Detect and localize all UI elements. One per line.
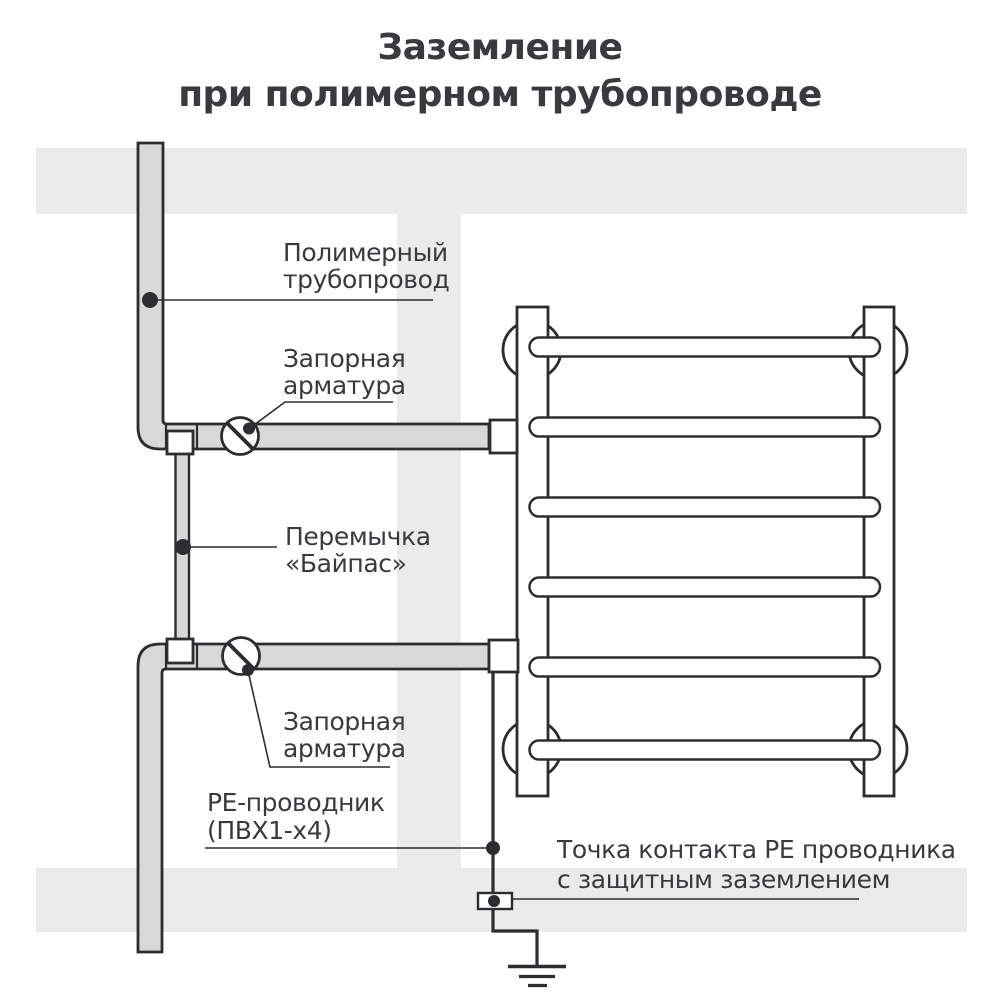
callout-label-valve-top-2: арматура <box>283 371 406 400</box>
wall-band-vertical <box>397 214 461 868</box>
towel-rail-rung-6 <box>528 739 882 761</box>
shutoff-valve-top-icon <box>220 416 260 456</box>
callout-label-valve-top-1: Запорная <box>283 344 405 373</box>
callout-leader-valve-top <box>249 401 393 429</box>
title: Заземление при полимерном трубопроводе <box>178 27 822 115</box>
ground-symbol-icon <box>508 964 566 988</box>
rail-fitting-bottom <box>487 638 520 674</box>
callout-label-contact-point-1: Точка контакта PE проводника <box>556 835 956 864</box>
return-pipe-body <box>136 642 491 954</box>
towel-rail-rung-5 <box>528 656 882 678</box>
callout-label-valve-bottom-1: Запорная <box>283 707 405 736</box>
callout-label-polymer-pipe-1: Полимерный <box>283 238 448 267</box>
towel-rail-post-right <box>862 305 896 798</box>
bypass-pipe <box>165 429 195 665</box>
bypass-fitting-bottom <box>165 637 195 665</box>
callout-label-bypass-2: «Байпас» <box>285 549 407 578</box>
wall-band-top <box>36 148 967 214</box>
callout-label-polymer-pipe-2: трубопровод <box>283 265 449 294</box>
valve-callout-dot-top <box>243 422 255 435</box>
callout-bypass: Перемычка «Байпас» <box>175 522 431 578</box>
callout-shutoff-valve-top: Запорная арматура <box>249 344 406 429</box>
wall-background <box>36 148 967 932</box>
callout-label-pe-conductor-2: (ПВХ1-х4) <box>207 816 332 845</box>
pe-conductor-wire <box>476 672 566 988</box>
callout-label-valve-bottom-2: арматура <box>283 734 406 763</box>
bypass-fitting-top <box>165 429 195 456</box>
towel-rail-rung-1 <box>528 336 882 358</box>
callout-polymer-pipe: Полимерный трубопровод <box>142 238 450 308</box>
rail-fitting-top <box>488 418 519 455</box>
shutoff-valve-bottom-icon <box>221 636 261 676</box>
valve-slash-top <box>225 421 255 451</box>
valve-callout-dot-bottom <box>242 664 254 676</box>
pe-wire-path <box>491 672 539 966</box>
towel-rail <box>501 305 909 798</box>
towel-rail-rung-4 <box>528 576 882 598</box>
callout-pe-conductor: PE-проводник (ПВХ1-х4) <box>205 788 493 849</box>
callout-leader-valve-bottom <box>247 670 390 768</box>
callout-label-pe-conductor-1: PE-проводник <box>207 788 385 817</box>
callout-contact-point: Точка контакта PE проводника с защитным … <box>512 835 956 900</box>
towel-rail-rung-2 <box>528 416 882 438</box>
title-line-1: Заземление <box>378 27 623 68</box>
callout-label-contact-point-2: с защитным заземлением <box>557 865 890 894</box>
title-line-2: при полимерном трубопроводе <box>178 74 822 115</box>
rail-connection-fittings <box>487 418 520 674</box>
callout-label-bypass-1: Перемычка <box>285 522 431 551</box>
clamp-dot <box>488 895 500 907</box>
towel-rail-rung-3 <box>528 496 882 518</box>
callout-shutoff-valve-bottom: Запорная арматура <box>247 670 406 768</box>
towel-rail-post-left <box>515 305 550 798</box>
